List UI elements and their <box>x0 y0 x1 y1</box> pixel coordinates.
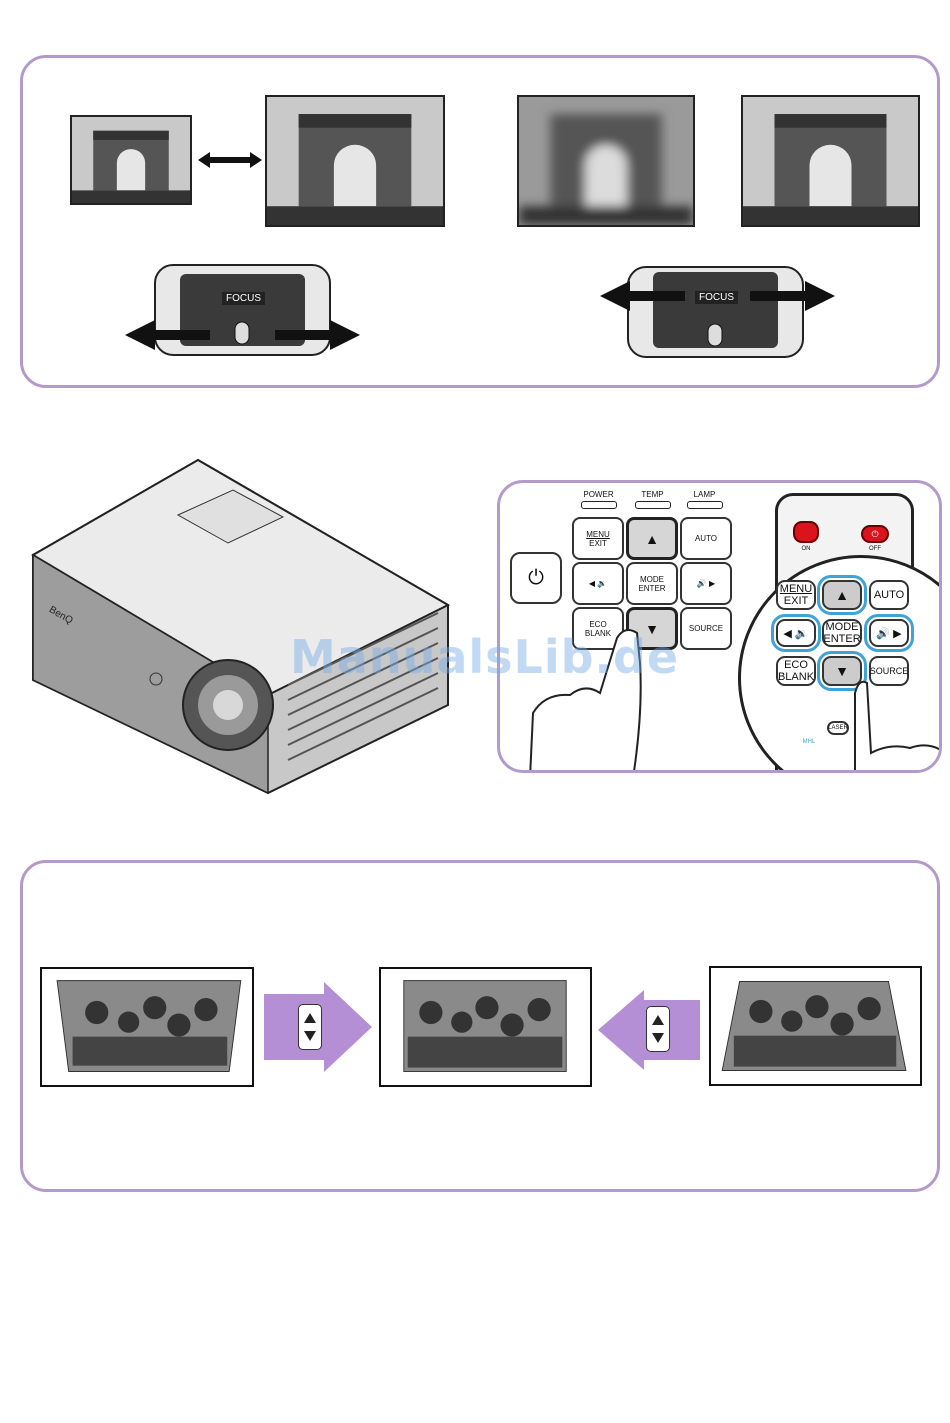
keystone-arrow-right <box>264 982 372 1072</box>
watermark: ManualsLib.de <box>290 630 679 684</box>
right-arrow-icon: 🔊 ▶ <box>697 579 715 588</box>
sharp-image-arc <box>741 95 920 227</box>
indicator-lamp: LAMP <box>682 491 727 509</box>
remote-right-arrow-icon: 🔊 ▶ <box>876 627 901 640</box>
keystone-arrow-left <box>598 990 700 1070</box>
keystone-image-wide-bottom <box>709 966 922 1086</box>
indicator-power: POWER <box>576 491 621 509</box>
remote-mhl-label: MHL <box>797 739 821 745</box>
left-volume-down-button[interactable]: ◀ 🔉 <box>572 562 624 605</box>
blurred-image-arc <box>517 95 695 227</box>
keystone-up-button[interactable]: ▲ <box>626 517 678 560</box>
remote-off-label: OFF <box>861 546 889 552</box>
left-arrow-icon: ◀ 🔉 <box>589 579 607 588</box>
remote-left-arrow-icon: ◀ 🔉 <box>783 627 808 640</box>
power-icon: ⏻ <box>528 567 544 590</box>
source-button[interactable]: SOURCE <box>680 607 732 650</box>
remote-keystone-up-button[interactable]: ▲ <box>822 580 862 610</box>
remote-on-button[interactable] <box>793 521 819 543</box>
double-arrow-icon <box>198 150 262 170</box>
small-image-arc <box>70 115 192 205</box>
auto-button[interactable]: AUTO <box>680 517 732 560</box>
right-volume-up-button[interactable]: 🔊 ▶ <box>680 562 732 605</box>
projector-illustration: BenQ <box>18 455 463 795</box>
keystone-up-icon <box>646 1006 670 1052</box>
focus-label-left: FOCUS <box>222 292 265 305</box>
zoom-ring-illustration: FOCUS <box>125 262 360 357</box>
remote-left-button[interactable]: ◀ 🔉 <box>776 619 816 647</box>
remote-on-label: ON <box>793 546 819 552</box>
keystone-image-corrected <box>379 967 592 1087</box>
hand-pointing-remote <box>835 673 942 773</box>
remote-right-button[interactable]: 🔊 ▶ <box>869 619 909 647</box>
remote-up-arrow-icon: ▲ <box>835 587 849 603</box>
up-arrow-icon: ▲ <box>645 531 659 547</box>
remote-off-button[interactable]: ⏻ <box>861 525 889 543</box>
large-image-arc <box>265 95 445 227</box>
focus-label-right: FOCUS <box>695 291 738 304</box>
remote-auto-button[interactable]: AUTO <box>869 580 909 610</box>
indicator-temp: TEMP <box>630 491 675 509</box>
keystone-image-wide-top <box>40 967 254 1087</box>
power-button[interactable]: ⏻ <box>510 552 562 604</box>
focus-ring-illustration: FOCUS <box>600 264 835 359</box>
keystone-down-icon <box>298 1004 322 1050</box>
